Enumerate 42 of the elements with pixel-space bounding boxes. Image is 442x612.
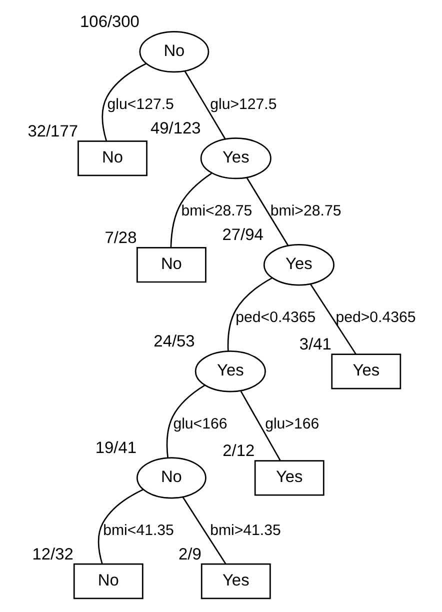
node-ellipse: Yes: [194, 350, 266, 392]
node-label: 12/32: [32, 545, 73, 564]
node-label: 27/94: [222, 226, 263, 244]
connector: [310, 284, 356, 355]
node-label: 24/53: [153, 332, 194, 350]
node-box: Yes: [330, 354, 401, 390]
node-box: Yes: [254, 460, 324, 496]
node-box: Yes: [200, 563, 270, 600]
edge-label: bmi<28.75: [180, 202, 252, 220]
node-label: 106/300: [80, 12, 139, 31]
edge-label: ped>0.4365: [335, 308, 416, 326]
connector: [97, 488, 143, 564]
node-label: 49/123: [150, 119, 200, 138]
edge-label: bmi>41.35: [210, 522, 280, 540]
node-label: 2/12: [222, 442, 254, 460]
edge-label: glu<166: [172, 416, 227, 433]
edge-label: bmi>28.75: [270, 202, 341, 220]
node-box: No: [72, 563, 143, 600]
edge-label: ped<0.4365: [235, 308, 316, 326]
node-ellipse: Yes: [262, 244, 334, 286]
node-ellipse: Yes: [200, 138, 271, 180]
node-label: 2/9: [178, 545, 201, 564]
node-ellipse: No: [138, 30, 209, 73]
connector: [170, 172, 212, 248]
edge-label: glu>166: [264, 416, 319, 433]
connector: [240, 391, 280, 461]
connector: [226, 277, 272, 351]
edge-label: glu<127.5: [106, 96, 174, 113]
connector: [182, 496, 226, 564]
edge-label: glu>127.5: [210, 96, 276, 113]
connector: [184, 70, 226, 140]
node-label: 7/28: [104, 229, 136, 248]
node-ellipse: No: [136, 457, 206, 499]
connector: [166, 384, 205, 458]
node-label: 19/41: [94, 438, 136, 457]
node-box: No: [77, 140, 147, 176]
connector: [246, 177, 288, 246]
node-box: No: [136, 247, 206, 283]
node-label: 32/177: [27, 122, 78, 141]
node-label: 3/41: [298, 336, 331, 354]
connector: [101, 63, 146, 142]
edge-label: bmi<41.35: [102, 522, 174, 540]
